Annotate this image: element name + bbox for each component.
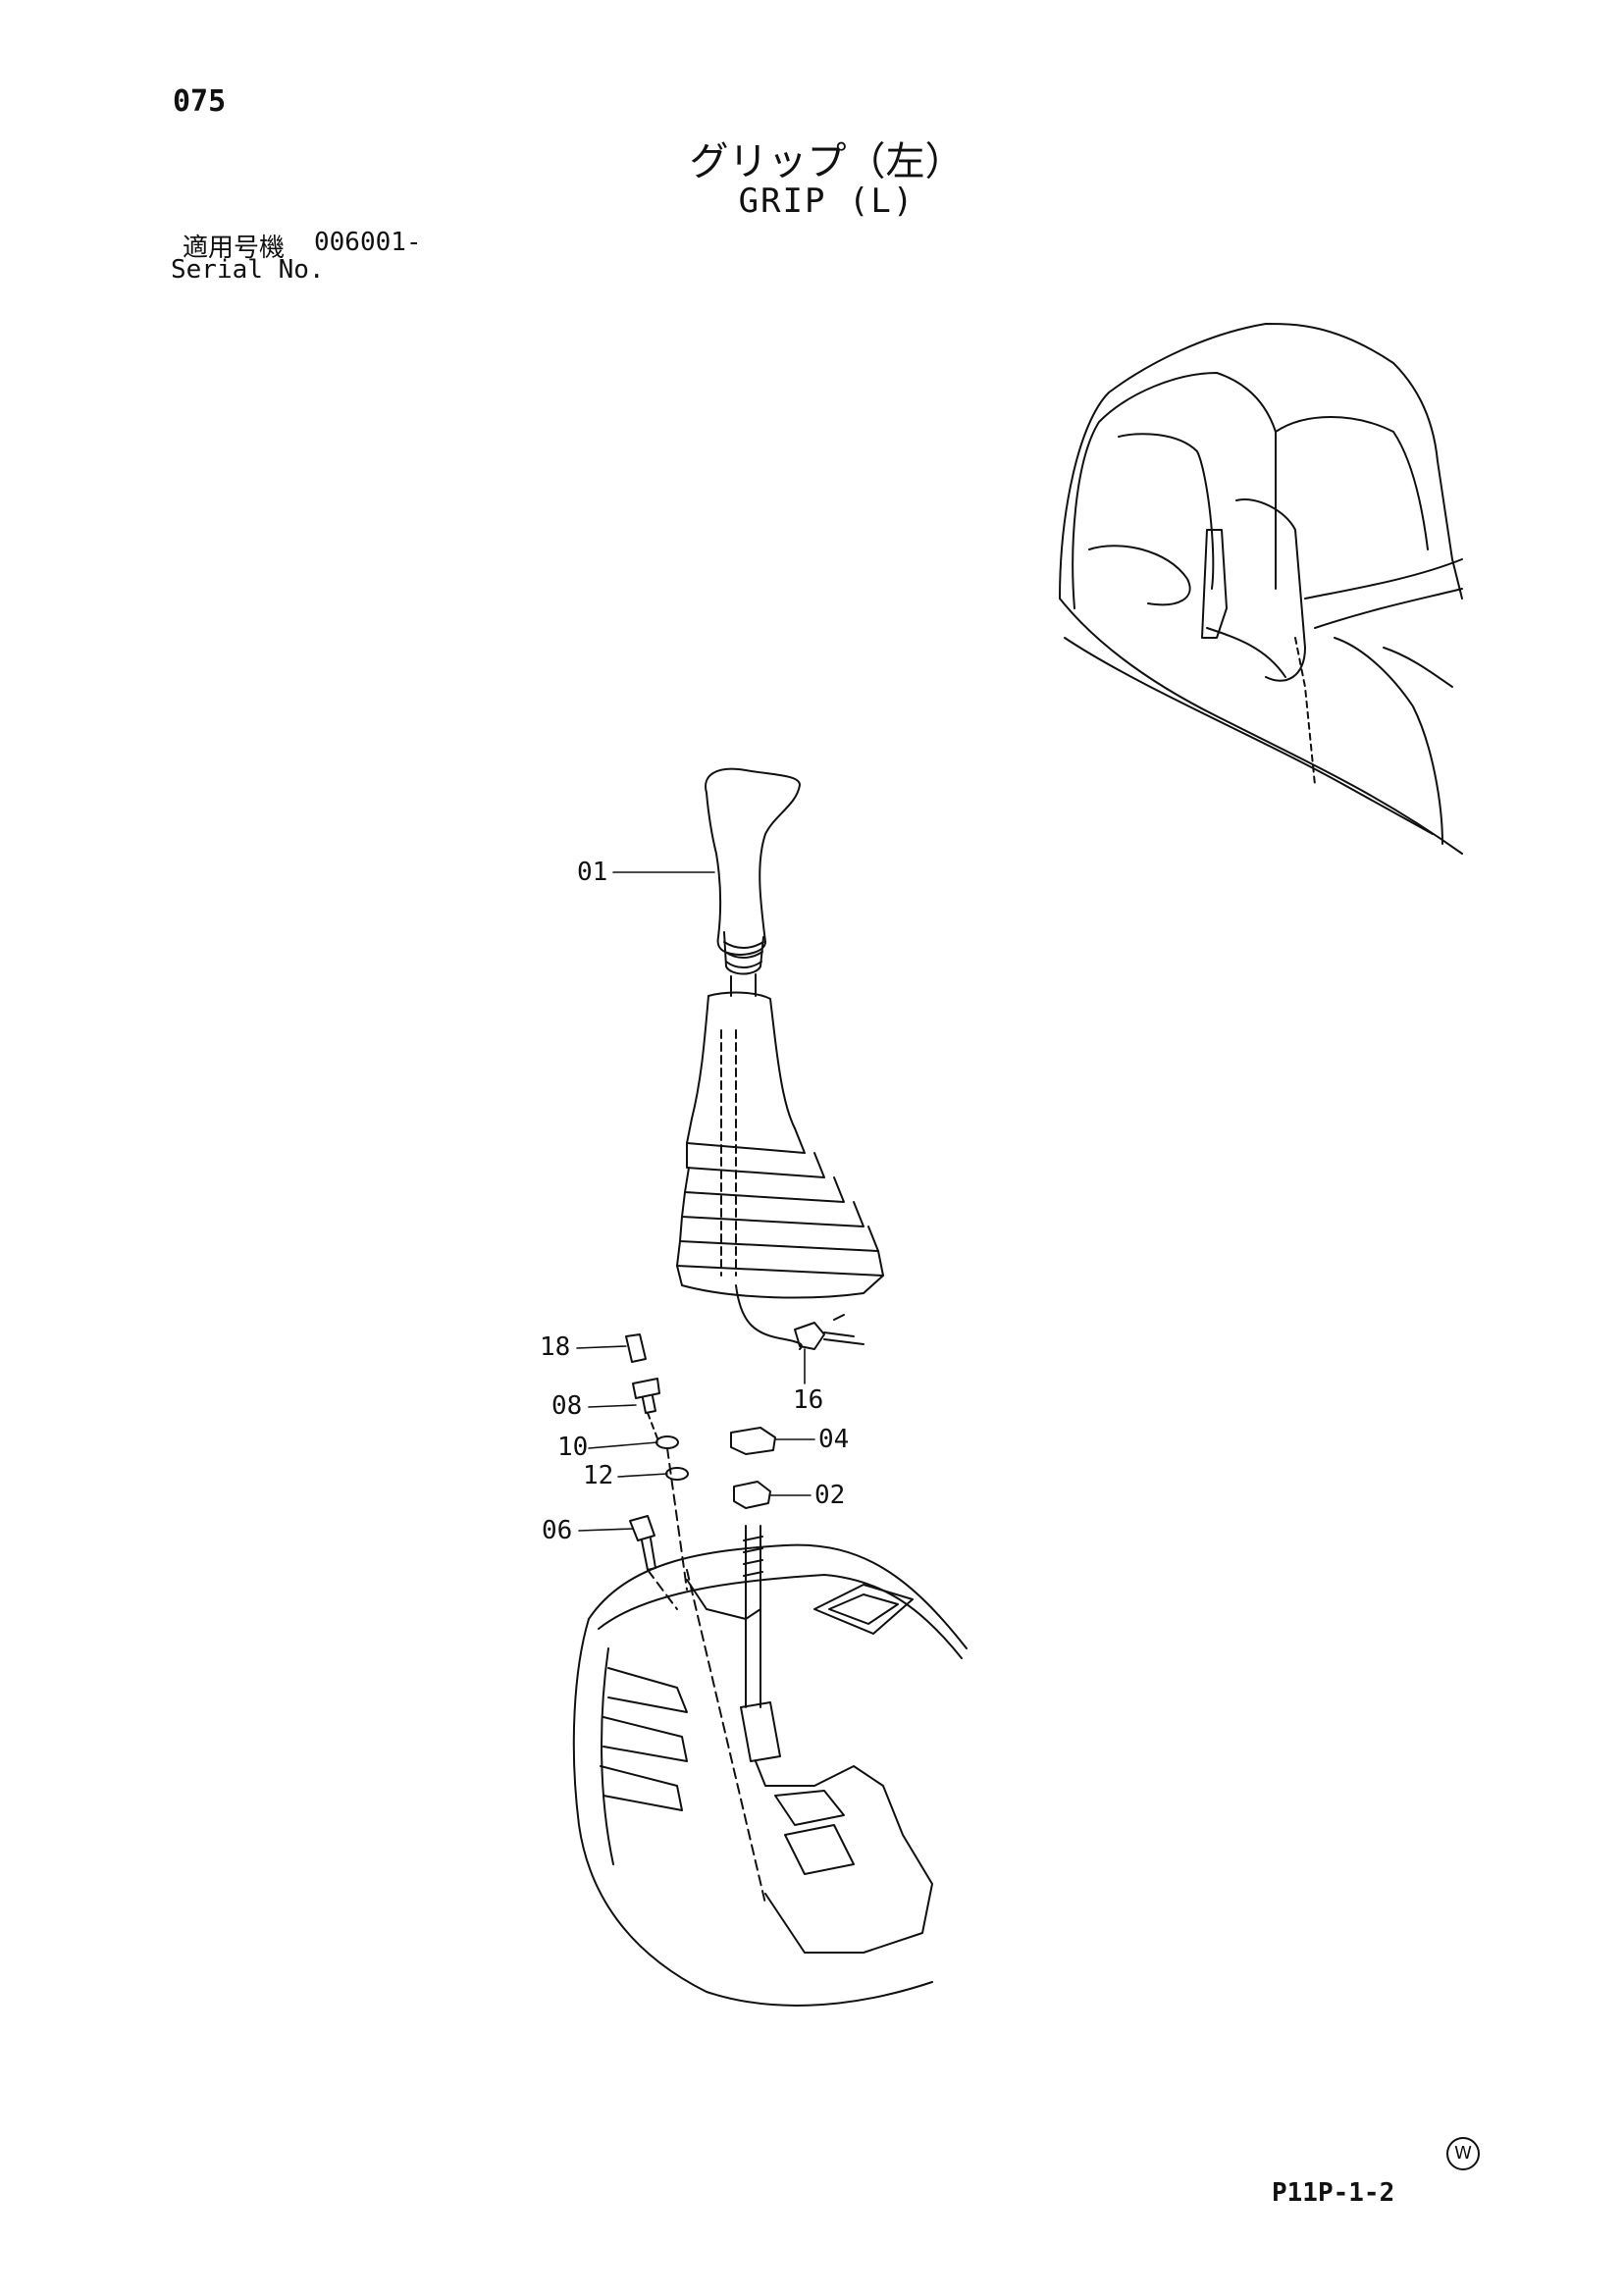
part-label-02: 02 <box>814 1481 846 1510</box>
page-number: 075 <box>173 84 227 119</box>
wire-harness <box>735 1284 864 1350</box>
w-mark-icon: W <box>1446 2137 1480 2170</box>
part-label-10: 10 <box>557 1433 589 1462</box>
cab-inset-illustration <box>1059 323 1463 855</box>
part-label-12: 12 <box>583 1461 614 1490</box>
serial-label-english: Serial No. <box>171 255 325 285</box>
drawing-code: P11P-1-2 <box>1272 2178 1395 2208</box>
title-japanese: グリップ（左） <box>689 139 965 184</box>
part-label-06: 06 <box>542 1516 573 1545</box>
title-english: GRIP (L) <box>738 182 916 221</box>
part-label-18: 18 <box>540 1332 571 1362</box>
washer-10 <box>655 1435 679 1449</box>
part-label-04: 04 <box>818 1425 850 1454</box>
serial-label-japanese: 適用号機 <box>183 234 286 263</box>
serial-number: 006001- <box>314 228 422 257</box>
nut-04 <box>730 1427 776 1455</box>
rubber-boot <box>676 991 884 1299</box>
bolt-08 <box>632 1378 660 1414</box>
grip-knob <box>705 767 801 997</box>
console-valve-assembly <box>572 1412 968 2007</box>
part-label-01: 01 <box>577 858 608 887</box>
pin-18 <box>625 1333 647 1363</box>
part-label-16: 16 <box>793 1385 824 1415</box>
nut-02 <box>733 1481 771 1509</box>
part-label-08: 08 <box>551 1391 583 1421</box>
leader-lines <box>576 871 815 1532</box>
bolt-06 <box>629 1515 656 1571</box>
threaded-rod <box>743 1525 763 1620</box>
